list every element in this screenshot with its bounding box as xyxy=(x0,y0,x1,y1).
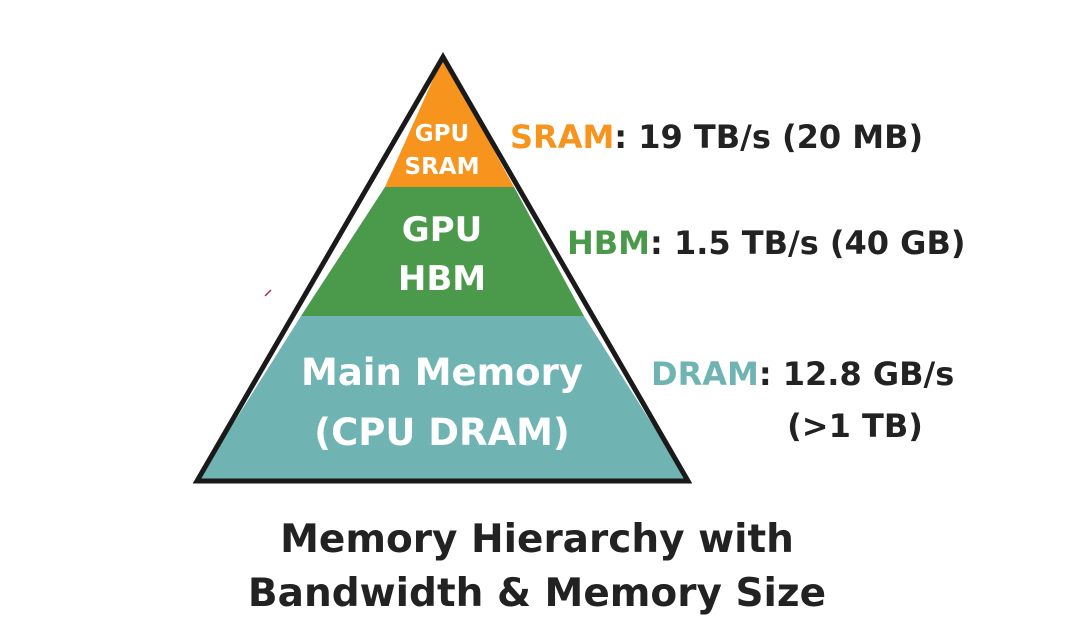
tier-label-dram-line2: (CPU DRAM) xyxy=(314,411,570,454)
tier-label-hbm-line2: HBM xyxy=(398,259,486,299)
annotation-dram-name: DRAM xyxy=(651,355,759,393)
caption-line1: Memory Hierarchy with xyxy=(280,517,794,562)
annotation-sram-value: : 19 TB/s (20 MB) xyxy=(614,118,923,156)
caption-line2: Bandwidth & Memory Size xyxy=(247,571,827,616)
annotation-hbm-name: HBM xyxy=(567,224,650,262)
pyramid-tier-sram xyxy=(385,57,514,187)
annotation-sram: SRAM: 19 TB/s (20 MB) xyxy=(510,118,923,156)
tier-label-sram-line1: GPU xyxy=(415,121,469,147)
tier-label-dram-line1: Main Memory xyxy=(301,351,583,394)
annotation-dram-value: : 12.8 GB/s xyxy=(759,355,954,393)
pyramid-tier-dram xyxy=(197,316,688,481)
annotation-hbm: HBM: 1.5 TB/s (40 GB) xyxy=(567,224,965,262)
annotation-dram: DRAM: 12.8 GB/s xyxy=(651,355,954,393)
pyramid-outline xyxy=(192,52,693,484)
annotation-hbm-value: : 1.5 TB/s (40 GB) xyxy=(650,224,965,262)
cursor-mark-icon xyxy=(264,289,272,297)
annotation-dram-size: (>1 TB) xyxy=(787,407,923,445)
annotation-sram-name: SRAM xyxy=(510,118,614,156)
tier-label-sram-line2: SRAM xyxy=(405,154,480,180)
pyramid-tier-hbm xyxy=(301,187,584,316)
tier-label-hbm-line1: GPU xyxy=(402,210,482,250)
